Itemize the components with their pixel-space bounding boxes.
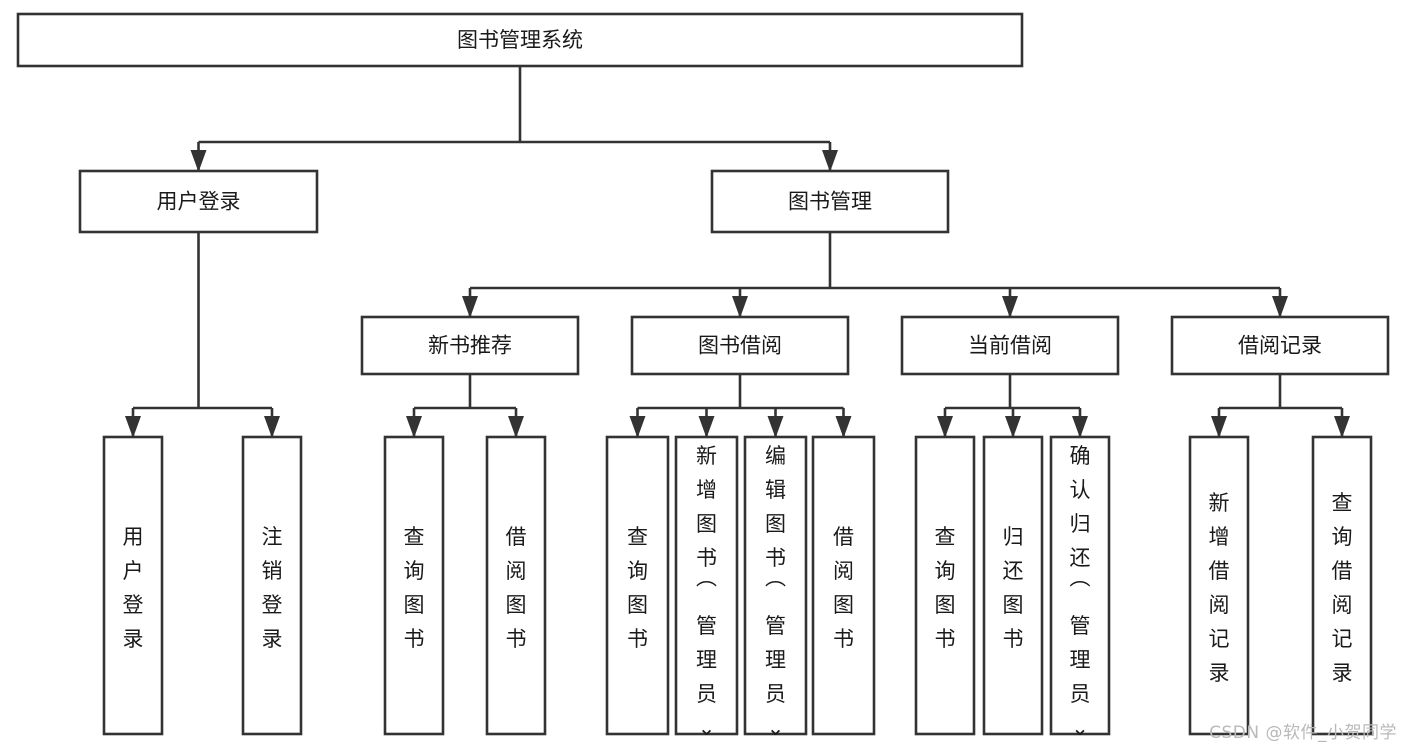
node-box	[1170, 315, 1390, 376]
node-leaf-add-record[interactable]: 新增借阅记录	[1188, 435, 1250, 736]
node-leaf-query-book-rec[interactable]: 查询图书	[383, 435, 445, 736]
node-label: 图书管理	[788, 190, 872, 214]
node-box	[16, 12, 1024, 68]
node-label: 查询借阅记录	[1332, 491, 1353, 685]
edge-arrowhead	[1005, 416, 1021, 438]
node-leaf-user-login[interactable]: 用户登录	[102, 435, 164, 736]
node-new-book-rec[interactable]: 新书推荐	[360, 315, 580, 376]
node-box	[630, 315, 850, 376]
node-label: 查询图书	[935, 525, 956, 651]
node-label: 图书借阅	[698, 334, 782, 358]
edge-group-from-borrow-record	[1211, 374, 1350, 438]
edges-layer	[125, 66, 1350, 438]
node-box	[1188, 435, 1250, 736]
node-box	[900, 315, 1120, 376]
edge-arrowhead	[125, 416, 141, 438]
node-label: 用户登录	[123, 525, 144, 651]
node-leaf-borrow-book-rec[interactable]: 借阅图书	[485, 435, 547, 736]
node-label: 新增图书⌒管理员⌄	[696, 444, 717, 740]
node-label: 确认归还⌒管理员⌄	[1070, 444, 1091, 740]
edge-arrowhead	[835, 416, 852, 438]
node-label: 查询图书	[627, 525, 648, 651]
node-box	[982, 435, 1044, 736]
node-label: 查询图书	[404, 525, 425, 651]
node-label: 注销登录	[262, 525, 283, 651]
node-box	[811, 435, 876, 736]
edge-group-from-root	[190, 66, 838, 172]
node-label: 图书管理系统	[457, 28, 583, 52]
edge-arrowhead	[937, 416, 953, 438]
edge-arrowhead	[1272, 296, 1288, 318]
node-box	[743, 435, 808, 736]
node-leaf-edit-book[interactable]: 编辑图书⌒管理员⌄	[743, 435, 808, 740]
edge-arrowhead	[1334, 416, 1350, 438]
node-box	[914, 435, 976, 736]
edge-arrowhead	[508, 416, 524, 438]
node-box	[1049, 435, 1111, 736]
node-leaf-user-logout[interactable]: 注销登录	[241, 435, 303, 736]
edge-arrowhead	[190, 150, 207, 172]
edge-arrowhead	[264, 416, 280, 438]
node-label: 新书推荐	[428, 334, 512, 358]
node-book-borrow[interactable]: 图书借阅	[630, 315, 850, 376]
node-box	[78, 169, 319, 234]
node-box	[674, 435, 739, 736]
edge-arrowhead	[1211, 416, 1227, 438]
nodes-layer: 图书管理系统用户登录图书管理新书推荐图书借阅当前借阅借阅记录用户登录注销登录查询…	[16, 12, 1390, 740]
node-label: 新增借阅记录	[1209, 491, 1230, 685]
node-leaf-add-book[interactable]: 新增图书⌒管理员⌄	[674, 435, 739, 740]
node-leaf-borrow-book[interactable]: 借阅图书	[811, 435, 876, 736]
node-label: 借阅图书	[506, 525, 527, 651]
node-leaf-query-book[interactable]: 查询图书	[605, 435, 670, 736]
node-box	[1311, 435, 1373, 736]
node-label: 借阅图书	[833, 525, 854, 651]
node-box	[605, 435, 670, 736]
node-leaf-query-book-cur[interactable]: 查询图书	[914, 435, 976, 736]
node-label: 当前借阅	[968, 334, 1052, 358]
edge-arrowhead	[462, 296, 478, 318]
edge-arrowhead	[767, 416, 784, 438]
node-user-login[interactable]: 用户登录	[78, 169, 319, 234]
node-leaf-query-record[interactable]: 查询借阅记录	[1311, 435, 1373, 736]
node-box	[485, 435, 547, 736]
node-box	[360, 315, 580, 376]
node-box	[241, 435, 303, 736]
node-label: 借阅记录	[1238, 334, 1322, 358]
edge-arrowhead	[406, 416, 422, 438]
edge-arrowhead	[1002, 296, 1018, 318]
node-box	[710, 169, 950, 234]
node-leaf-confirm-return[interactable]: 确认归还⌒管理员⌄	[1049, 435, 1111, 740]
node-book-manage[interactable]: 图书管理	[710, 169, 950, 234]
node-borrow-record[interactable]: 借阅记录	[1170, 315, 1390, 376]
edge-group-from-book-borrow	[629, 374, 852, 438]
node-label: 用户登录	[157, 190, 241, 214]
node-box	[383, 435, 445, 736]
edge-group-from-book-manage	[462, 232, 1288, 318]
node-root[interactable]: 图书管理系统	[16, 12, 1024, 68]
node-label: 归还图书	[1003, 525, 1024, 651]
edge-arrowhead	[629, 416, 646, 438]
edge-group-from-current-borrow	[937, 374, 1088, 438]
edge-group-from-new-book-rec	[406, 374, 524, 438]
edge-arrowhead	[822, 150, 838, 172]
node-current-borrow[interactable]: 当前借阅	[900, 315, 1120, 376]
edge-arrowhead	[732, 296, 748, 318]
edge-arrowhead	[1072, 416, 1088, 438]
node-leaf-return-book[interactable]: 归还图书	[982, 435, 1044, 736]
node-box	[102, 435, 164, 736]
edge-arrowhead	[698, 416, 715, 438]
edge-group-from-user-login	[125, 232, 280, 438]
node-label: 编辑图书⌒管理员⌄	[765, 444, 786, 740]
